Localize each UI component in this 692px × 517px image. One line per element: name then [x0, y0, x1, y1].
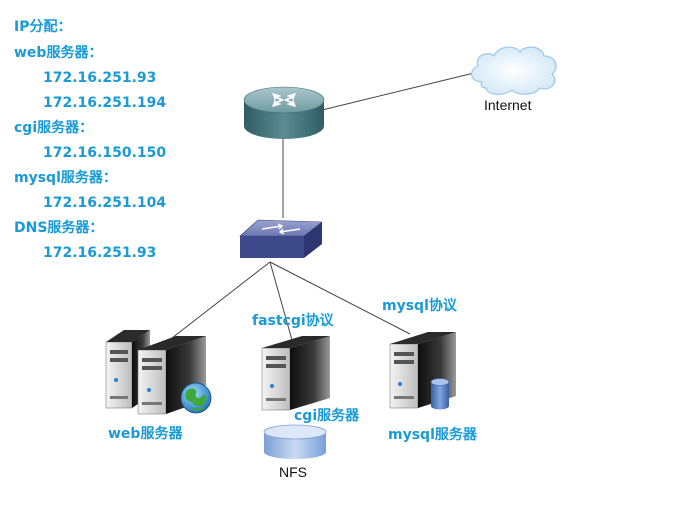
dns-label: DNS服务器：	[14, 220, 104, 236]
dns-ip: 172.16.251.93	[43, 245, 157, 261]
globe-icon	[180, 382, 212, 414]
fastcgi-protocol-label: fastcgi协议	[252, 313, 334, 329]
cgi-server-label: cgi服务器	[294, 408, 360, 424]
database-icon	[430, 378, 450, 410]
nfs-storage-icon	[263, 424, 327, 459]
internet-label: Internet	[484, 97, 532, 113]
nfs-label: NFS	[279, 464, 307, 480]
web-server-label: web服务器	[108, 426, 183, 442]
switch-icon	[239, 219, 323, 258]
cloud-icon	[471, 46, 557, 95]
ip-heading: IP分配：	[14, 19, 72, 35]
cgi-ip: 172.16.150.150	[43, 145, 167, 161]
server-tower-2	[137, 336, 206, 415]
web-ip-2: 172.16.251.194	[43, 95, 167, 111]
connection-lines	[171, 71, 479, 341]
router-icon	[243, 86, 325, 139]
cgi-label: cgi服务器：	[14, 120, 94, 136]
mysql-protocol-label: mysql协议	[382, 298, 457, 314]
mysql-label: mysql服务器：	[14, 170, 117, 186]
mysql-server-icon	[389, 332, 456, 410]
link-switch-cgi	[269, 261, 293, 341]
link-switch-web	[171, 261, 271, 339]
link-switch-mysql	[269, 261, 411, 335]
cgi-server-icon	[261, 336, 330, 411]
web-server-icon	[105, 330, 212, 415]
mysql-ip: 172.16.251.104	[43, 195, 167, 211]
mysql-server-label: mysql服务器	[388, 427, 477, 443]
web-ip-1: 172.16.251.93	[43, 70, 157, 86]
link-router-internet	[313, 71, 479, 113]
web-label: web服务器：	[14, 45, 103, 61]
